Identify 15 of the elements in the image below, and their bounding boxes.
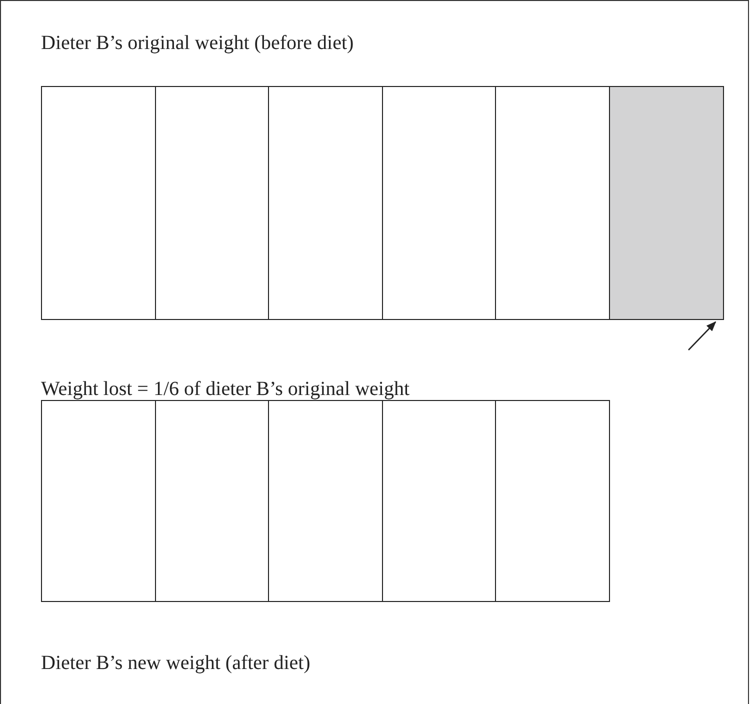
shaded-segment [608,86,724,320]
weight-segment [382,86,496,320]
note-text: Weight lost = 1/6 of dieter B’s original weight [41,378,410,401]
bar-heading: Dieter B’s new weight (after diet) [41,651,312,676]
weight-segment [154,400,270,602]
arrow [688,321,716,350]
weight-segment [41,400,156,602]
weight-segment [382,400,496,602]
weight-segment [495,86,610,320]
weight-segment [41,86,156,320]
bar-heading: Dieter B’s original weight (before diet) [41,31,355,56]
weight-segment [268,400,383,602]
weight-segment [495,400,610,602]
weight-segment [154,86,270,320]
weight-segment [268,86,383,320]
